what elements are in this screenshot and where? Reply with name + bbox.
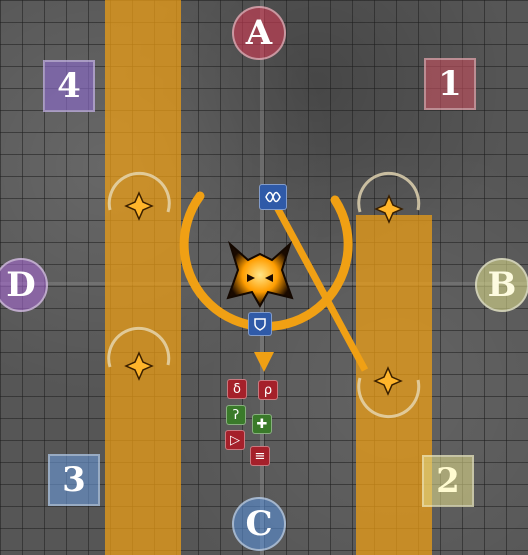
waymark-3[interactable]: 3 xyxy=(48,454,100,506)
waymark-3-label: 3 xyxy=(62,460,86,500)
orange-lane-left xyxy=(105,0,181,555)
dps-icon[interactable]: ≡ xyxy=(250,446,270,466)
waymark-1-label: 1 xyxy=(438,64,462,104)
waymark-c-label: C xyxy=(245,504,273,544)
orange-star-tower-icon xyxy=(124,351,154,381)
tower-ring-top-left xyxy=(107,171,171,213)
boss-arc-arrow xyxy=(254,352,274,372)
waymark-d-label: D xyxy=(6,265,36,305)
waymark-b-label: B xyxy=(487,265,517,305)
waymark-1[interactable]: 1 xyxy=(424,58,476,110)
waymark-2-label: 2 xyxy=(436,461,460,501)
flame-demon-icon xyxy=(226,240,294,309)
dps-icon[interactable]: δ xyxy=(227,379,247,399)
shield-icon[interactable] xyxy=(259,184,287,210)
orange-star-tower-icon xyxy=(374,194,404,224)
dps-icon[interactable]: ρ xyxy=(258,380,278,400)
waymark-2[interactable]: 2 xyxy=(422,455,474,507)
tower-ring-top-right xyxy=(357,171,421,213)
waymark-c[interactable]: C xyxy=(232,497,286,551)
orange-star-tower-icon xyxy=(124,191,154,221)
shield-icon[interactable] xyxy=(248,312,272,336)
waymark-a[interactable]: A xyxy=(232,6,286,60)
waymark-4-label: 4 xyxy=(57,66,81,106)
waymark-a-label: A xyxy=(245,13,273,53)
tower-ring-bottom-left xyxy=(107,326,171,368)
dps-icon[interactable]: ▷ xyxy=(225,430,245,450)
waymark-4[interactable]: 4 xyxy=(43,60,95,112)
boss-tether-line xyxy=(268,196,369,372)
healer-icon[interactable]: ✚ xyxy=(252,414,272,434)
orange-star-tower-icon xyxy=(373,366,403,396)
tower-ring-bottom-right xyxy=(357,377,421,419)
healer-icon[interactable]: ʔ xyxy=(226,405,246,425)
waymark-d[interactable]: D xyxy=(0,258,48,312)
